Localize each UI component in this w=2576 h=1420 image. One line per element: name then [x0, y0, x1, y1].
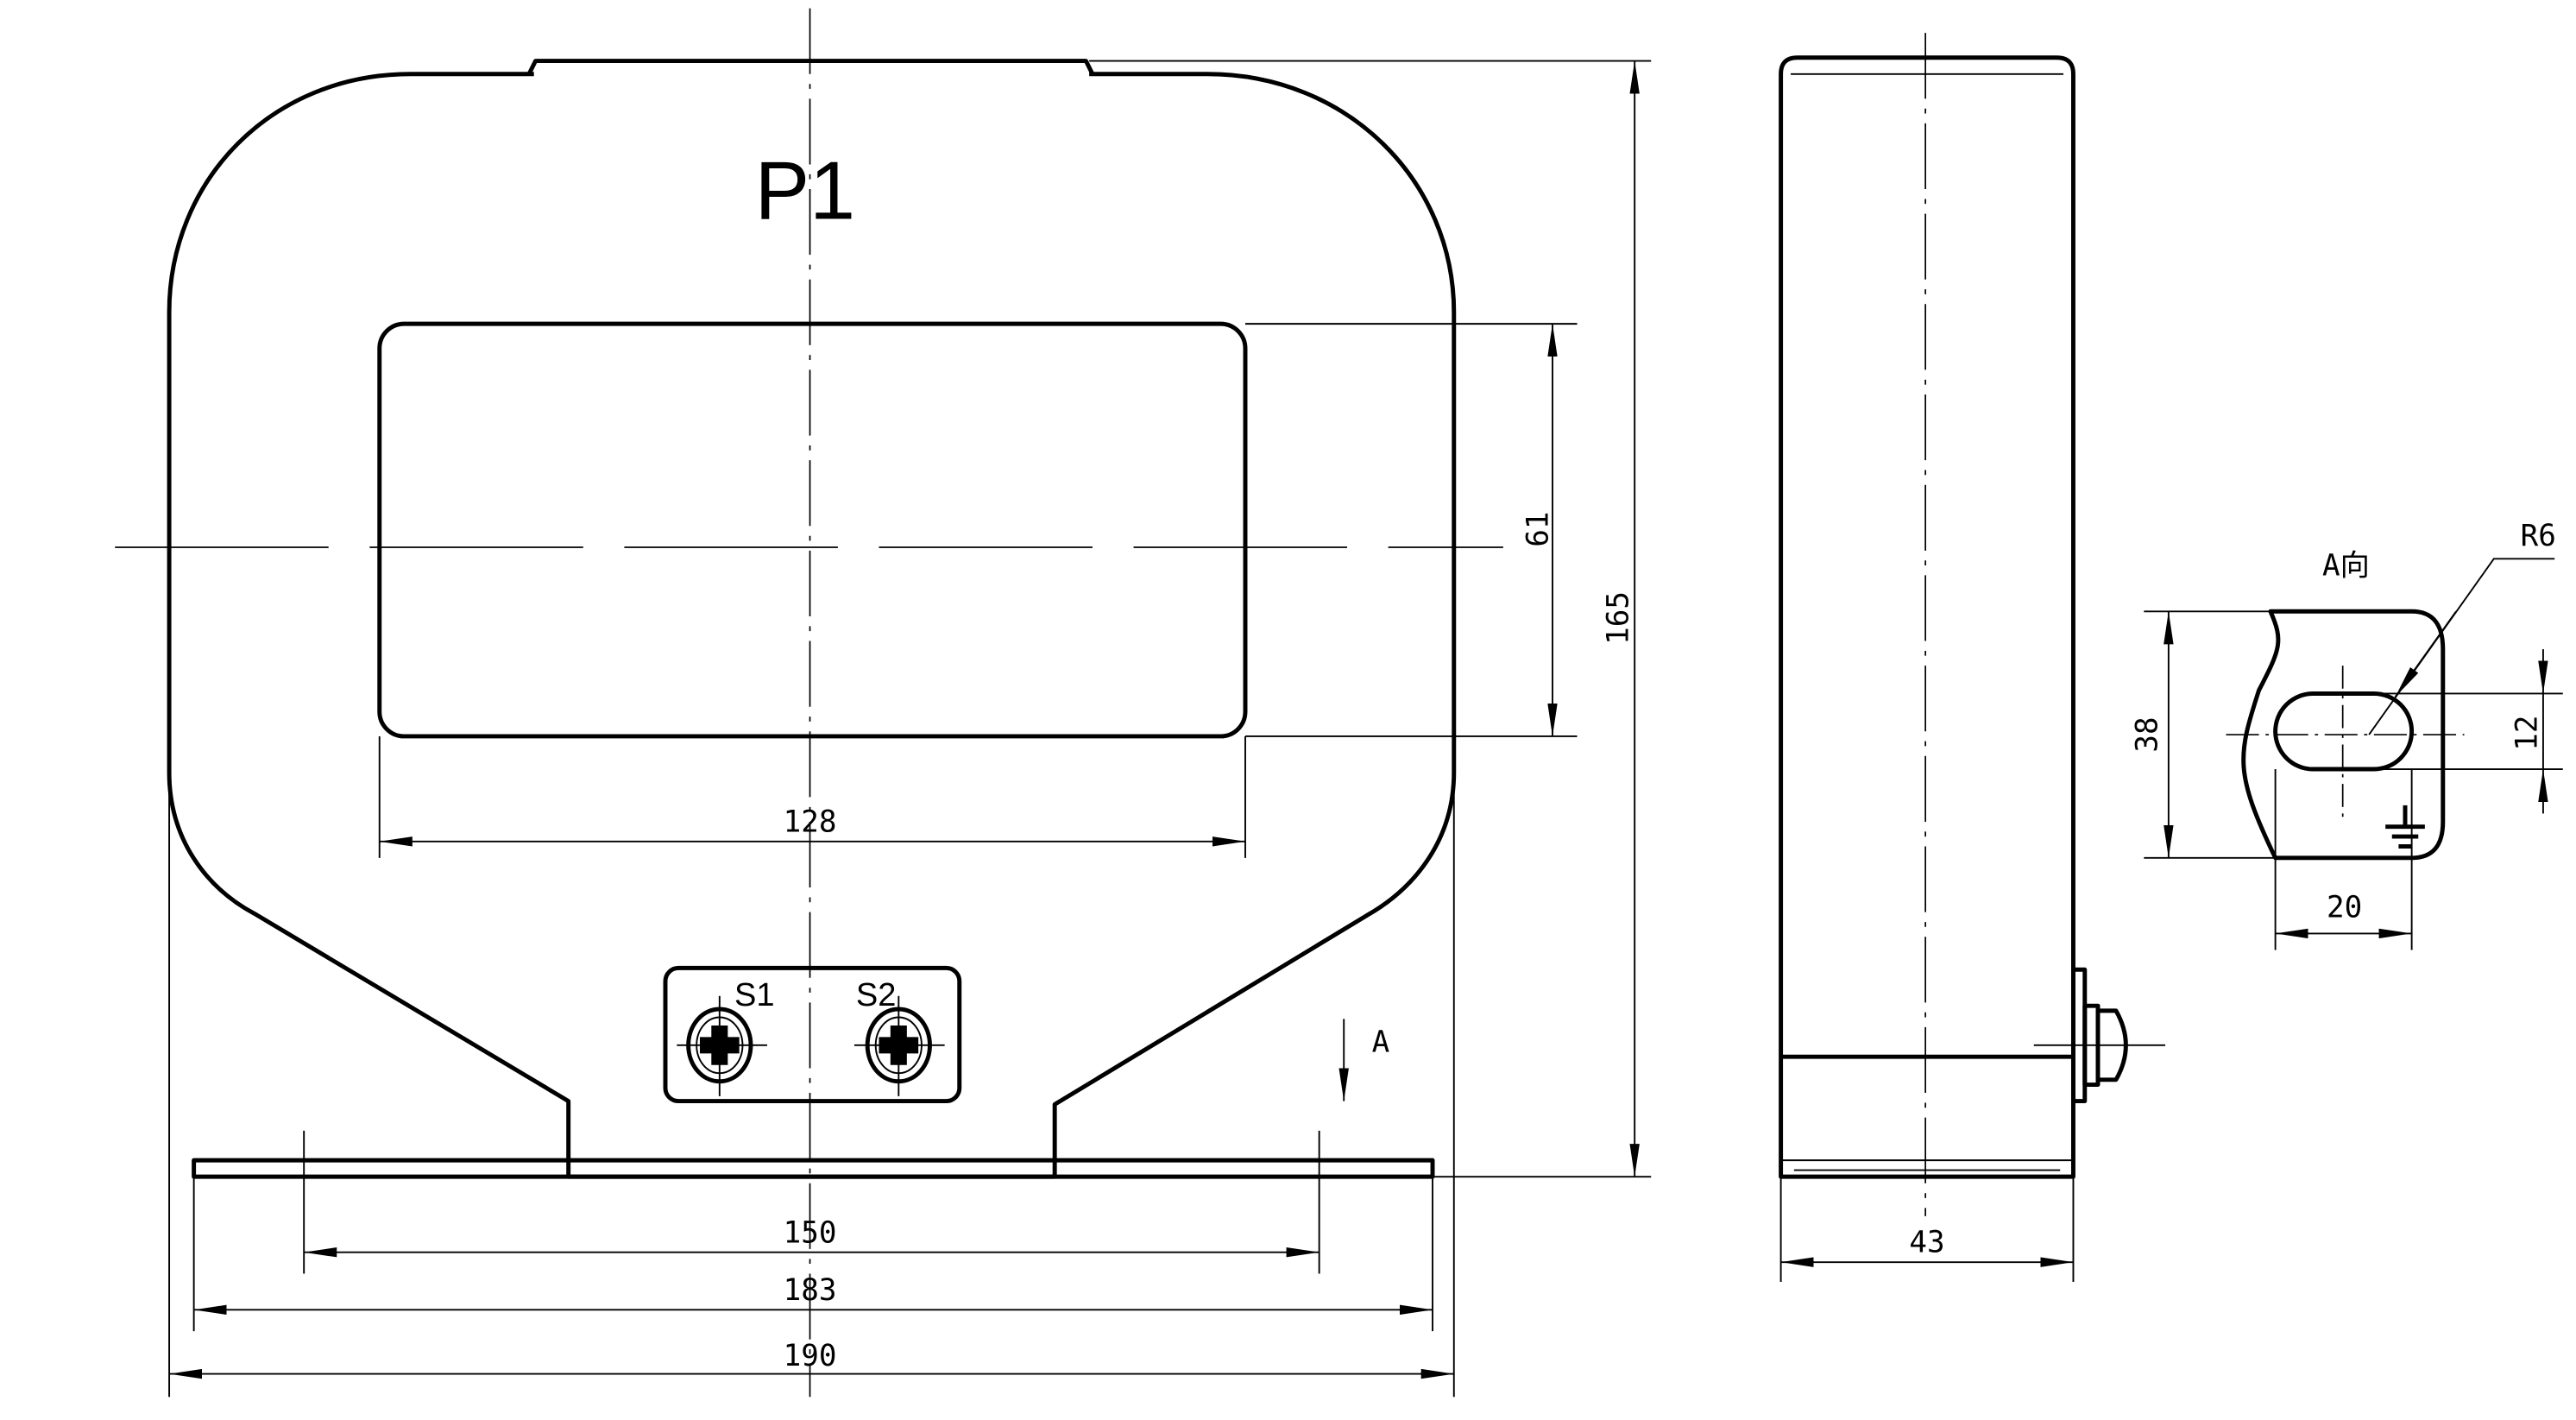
terminal-label-s1: S1 [734, 977, 775, 1013]
dim-base-length: 183 [784, 1273, 837, 1308]
radius-leader [2368, 558, 2555, 735]
front-view: S1 S2 P1 A 61 165 128 150 183 190 [115, 8, 1652, 1398]
body-outline-left [167, 72, 571, 1177]
body-outline-right [1052, 72, 1457, 1177]
dim-depth: 43 [1909, 1226, 1944, 1260]
dim-mount-hole-spacing: 150 [784, 1215, 837, 1250]
ground-symbol [2385, 805, 2425, 849]
view-a: A向 38 20 12 R6 [2131, 519, 2563, 950]
view-a-title: A向 [2322, 548, 2370, 583]
dim-slot-height: 12 [2510, 716, 2544, 751]
terminal-screw-s2 [853, 995, 945, 1096]
side-outline [1779, 55, 2075, 1179]
dim-slot-width: 20 [2327, 890, 2362, 925]
product-title: P1 [755, 145, 855, 237]
terminal-label-s2: S2 [856, 977, 897, 1013]
dim-overall-width: 190 [784, 1339, 837, 1373]
dim-slot-radius: R6 [2521, 519, 2556, 553]
dim-view-a-height: 38 [2131, 716, 2165, 752]
window-opening [377, 321, 1248, 739]
top-tab [526, 59, 1095, 75]
side-view: 43 [1779, 33, 2166, 1282]
dim-window-height: 61 [1521, 511, 1555, 546]
dim-window-width: 128 [784, 805, 837, 839]
view-a-arrow-label: A [1372, 1025, 1390, 1059]
base-plate [192, 1158, 1435, 1179]
dim-total-height: 165 [1602, 591, 1636, 645]
terminal-box [663, 965, 962, 1104]
mounting-slot [2273, 691, 2415, 772]
view-a-outline [2241, 609, 2446, 861]
terminal-bolt-side [2033, 967, 2166, 1104]
terminal-screw-s1 [677, 995, 768, 1096]
